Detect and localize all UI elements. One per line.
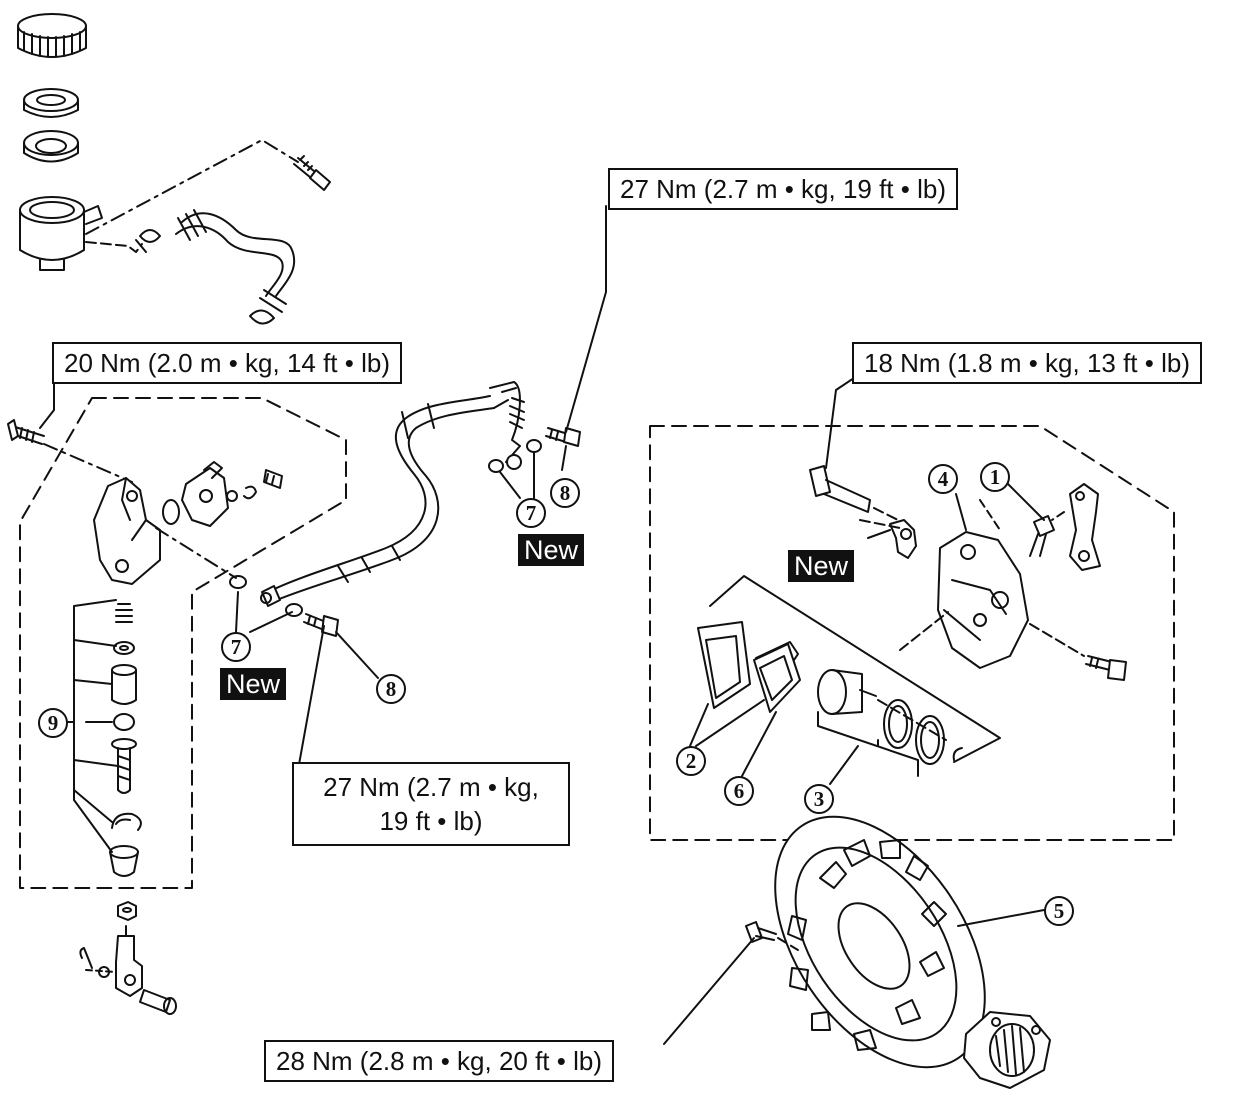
- part-callout-5: 5: [1044, 896, 1074, 926]
- part-callout-9: 9: [38, 708, 68, 738]
- seal-cup-icon: [113, 641, 135, 655]
- part-callout-8: 8: [550, 478, 580, 508]
- dust-boot-icon: [109, 845, 139, 877]
- pad-shim-icon: [755, 641, 799, 661]
- new-part-badge: New: [220, 668, 287, 700]
- caliper-bleed-screw-icon: [1029, 515, 1055, 557]
- spring-icon: [115, 603, 133, 623]
- caliper-slide-pin-icon: [809, 465, 871, 513]
- hose-clip-icon: [135, 229, 275, 325]
- part-callout-7: 7: [221, 632, 251, 662]
- copper-washer-icon: [229, 439, 542, 617]
- clevis-nut-icon: [117, 901, 137, 921]
- primary-piston-icon: [111, 664, 137, 705]
- master-cylinder-bolt-icon: [7, 419, 45, 445]
- torque-label-upper-union-bolt: 27 Nm (2.7 m • kg, 19 ft • lb): [608, 168, 958, 210]
- reservoir-mount-bolt-icon: [293, 155, 331, 191]
- wheel-hub-icon: [963, 1011, 1051, 1089]
- torque-label-disc-bolt: 28 Nm (2.8 m • kg, 20 ft • lb): [264, 1040, 614, 1082]
- master-cylinder-fitting-icon: [181, 461, 229, 527]
- circlip-icon: [111, 812, 142, 831]
- master-cylinder-dashed-boundary: [19, 397, 347, 889]
- part-callout-7: 7: [516, 498, 546, 528]
- master-cylinder-screw-icon: [263, 469, 283, 489]
- torque-label-lower-union-bolt-line2: 19 ft • lb): [379, 806, 483, 836]
- part-callout-3: 3: [804, 784, 834, 814]
- clevis-icon: [115, 925, 143, 997]
- caliper-dashed-boundary: [649, 425, 1175, 841]
- part-callout-1: 1: [980, 462, 1010, 492]
- part-callout-2: 2: [676, 746, 706, 776]
- caliper-body-icon: [937, 531, 1029, 669]
- dust-seal-icon: [915, 715, 945, 765]
- brake-hose-icon: [260, 381, 525, 607]
- piston-seal-icon: [883, 699, 913, 749]
- new-part-badge: New: [518, 534, 585, 566]
- secondary-cup-icon: [113, 713, 135, 731]
- reservoir-tank-icon: [19, 196, 103, 271]
- clevis-pin-icon: [139, 989, 177, 1015]
- part-callout-6: 6: [724, 776, 754, 806]
- reservoir-cap-icon: [17, 13, 87, 58]
- master-cylinder-body-icon: [93, 477, 161, 585]
- disc-bolt-icon: [745, 921, 777, 943]
- push-rod-icon: [111, 738, 137, 794]
- master-cylinder-oring-icon: [162, 499, 180, 525]
- new-part-badge: New: [788, 550, 855, 582]
- torque-label-caliper-bolt: 18 Nm (1.8 m • kg, 13 ft • lb): [852, 342, 1202, 384]
- brake-pad-icon: [697, 621, 801, 713]
- caliper-piston-icon: [817, 669, 877, 715]
- part-callout-8: 8: [376, 674, 406, 704]
- brake-disc-icon: [774, 815, 986, 1069]
- retaining-ring-icon: [952, 747, 963, 761]
- caliper-bracket-icon: [1069, 483, 1101, 571]
- part-callout-4: 4: [928, 464, 958, 494]
- reservoir-diaphragm-icon: [23, 130, 79, 163]
- torque-label-master-cylinder-bolt: 20 Nm (2.0 m • kg, 14 ft • lb): [52, 342, 402, 384]
- cotter-pin-icon: [79, 947, 110, 978]
- torque-label-lower-union-bolt-line1: 27 Nm (2.7 m • kg,: [323, 772, 539, 802]
- reservoir-diaphragm-plate-icon: [23, 88, 79, 118]
- union-bolt-icon: [303, 427, 581, 637]
- lock-washer-icon: [889, 519, 917, 559]
- caliper-mount-bolt-icon: [1085, 655, 1127, 681]
- torque-label-lower-union-bolt: 27 Nm (2.7 m • kg, 19 ft • lb): [292, 762, 570, 846]
- master-cylinder-washer-icon: [226, 485, 257, 502]
- reservoir-hose-icon: [175, 209, 295, 313]
